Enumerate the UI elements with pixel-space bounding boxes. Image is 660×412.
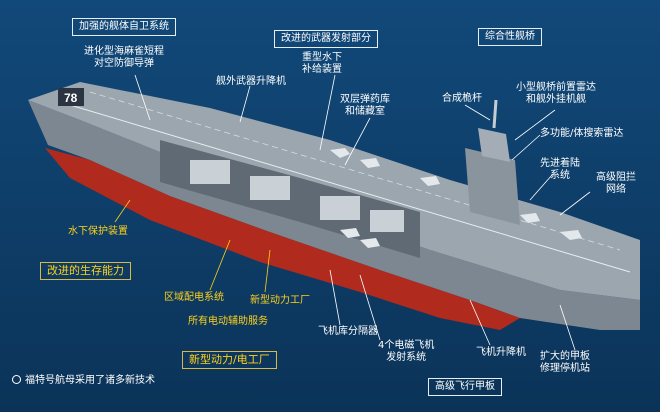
label-electric-aux: 所有电动辅助服务 xyxy=(188,316,268,327)
label-sea-sparrow: 进化型海麻雀短程 对空防御导弹 xyxy=(84,46,164,69)
aircraft-2 xyxy=(360,158,380,168)
hull-side xyxy=(28,100,640,330)
heading-flight-deck: 高级飞行甲板 xyxy=(428,378,502,396)
hangar-bay-4 xyxy=(370,210,404,232)
deck-aircraft xyxy=(330,148,582,248)
composite-mast xyxy=(492,99,498,129)
label-double-magazine: 双层弹药库 和储藏室 xyxy=(340,94,390,117)
footnote-text: 福特号航母采用了诸多新技术 xyxy=(25,375,155,386)
label-zonal-power: 区域配电系统 xyxy=(164,292,224,303)
label-barrier-net: 高级阻拦 网络 xyxy=(596,172,636,195)
label-composite-mast: 合成桅杆 xyxy=(442,93,482,104)
hull-number-plate xyxy=(58,88,84,106)
label-expanded-deck: 扩大的甲板 修理停机站 xyxy=(540,351,590,374)
deck-edge-line xyxy=(89,91,621,251)
aircraft-1 xyxy=(330,148,350,158)
label-multi-radar: 多功能/体搜索雷达 xyxy=(540,128,624,139)
aircraft-4 xyxy=(520,213,540,223)
heading-survivability: 改进的生存能力 xyxy=(40,262,131,280)
aircraft-7 xyxy=(360,238,380,248)
leader-lines xyxy=(134,74,591,351)
deck-centerline xyxy=(59,101,631,273)
label-island-radar: 小型舰桥前置雷达 和舰外挂机舰 xyxy=(516,82,596,105)
heading-integrated-mast: 综合性舰桥 xyxy=(478,28,542,46)
hangar-bay-2 xyxy=(250,176,290,200)
hull-underwater-red xyxy=(45,148,520,330)
aircraft-3 xyxy=(420,176,440,186)
aircraft-5 xyxy=(560,230,582,240)
label-new-power-plant: 新型动力工厂 xyxy=(250,295,310,306)
footnote-bullet-icon xyxy=(12,375,21,384)
label-hangar-division: 飞机库分隔器 xyxy=(318,326,378,337)
hull-number: 78 xyxy=(64,91,78,105)
label-weapons-elevator: 舰外武器升降机 xyxy=(216,76,286,87)
heading-weapons-launch: 改进的武器发射部分 xyxy=(274,30,378,48)
label-aircraft-elevator: 飞机升降机 xyxy=(476,347,526,358)
yellow-leader-lines xyxy=(114,199,271,293)
aircraft-6 xyxy=(340,228,360,238)
island-superstructure xyxy=(465,148,520,225)
hangar-bay-1 xyxy=(190,160,230,184)
heading-power-plant: 新型动力/电工厂 xyxy=(182,351,277,369)
label-arresting-gear: 先进着陆 系统 xyxy=(540,158,580,181)
footnote: 福特号航母采用了诸多新技术 xyxy=(12,371,155,386)
label-underwater-armor: 水下保护装置 xyxy=(68,226,128,237)
hangar-bay-3 xyxy=(320,196,360,220)
label-emals: 4个电磁飞机 发射系统 xyxy=(378,340,435,363)
label-heavy-replenish: 重型水下 补给装置 xyxy=(302,52,342,75)
heading-self-defense: 加强的舰体自卫系统 xyxy=(72,18,176,36)
island-upper xyxy=(478,128,510,162)
